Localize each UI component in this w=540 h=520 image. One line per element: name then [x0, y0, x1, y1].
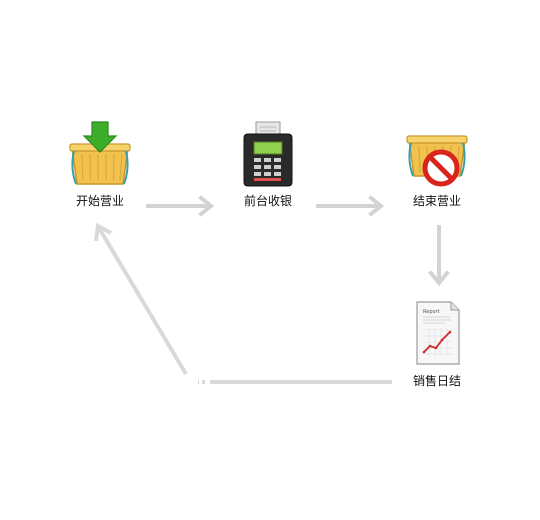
step-label: 前台收银 — [243, 194, 292, 208]
arrow-report-to-open — [94, 222, 392, 384]
step-open-business[interactable]: 开始营业 — [50, 118, 150, 208]
sales-report-icon: Report — [416, 301, 460, 365]
step-label: 销售日结 — [412, 374, 461, 388]
arrow-open-to-pos — [146, 195, 215, 217]
step-cashier[interactable]: 前台收银 — [218, 118, 318, 208]
step-daily-settlement[interactable]: Report — [387, 298, 487, 388]
step-label: 开始营业 — [75, 194, 124, 208]
report-doc-title: Report — [423, 309, 440, 315]
basket-download-icon — [69, 121, 131, 185]
basket-forbidden-icon — [406, 135, 468, 187]
pos-terminal-icon — [243, 121, 293, 187]
step-label: 结束营业 — [412, 194, 461, 208]
step-close-business[interactable]: 结束营业 — [387, 118, 487, 208]
arrow-close-to-report — [428, 225, 450, 287]
arrow-pos-to-close — [316, 195, 385, 217]
